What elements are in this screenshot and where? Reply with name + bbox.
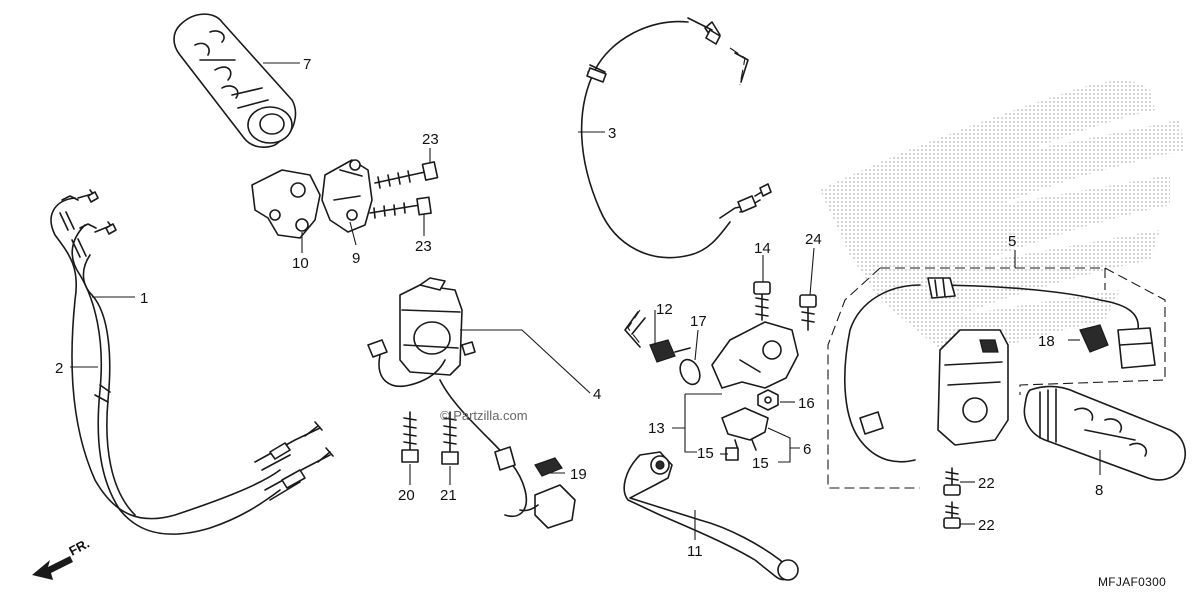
callout-24: 24 <box>805 231 822 248</box>
throttle-grip <box>173 13 297 148</box>
callout-3: 3 <box>608 125 616 142</box>
callout-15-left: 15 <box>697 445 714 462</box>
adjuster-12 <box>624 309 691 363</box>
callout-11: 11 <box>687 543 703 560</box>
callout-1: 1 <box>140 290 148 307</box>
left-grip <box>1023 385 1186 481</box>
bolt-24 <box>799 294 817 331</box>
callout-13: 13 <box>648 420 665 437</box>
throttle-housing <box>251 159 373 239</box>
callout-23-lower: 23 <box>415 238 432 255</box>
callout-19: 19 <box>570 466 587 483</box>
callout-22-lower: 22 <box>978 517 995 534</box>
washer-17 <box>679 358 701 386</box>
callout-20: 20 <box>398 487 415 504</box>
front-direction-label: FR. <box>66 536 92 559</box>
screw-15 <box>725 447 739 461</box>
callout-15-right: 15 <box>752 455 769 472</box>
screw-20 <box>401 411 419 463</box>
callout-21: 21 <box>440 487 457 504</box>
screw-22-upper <box>943 467 961 496</box>
right-switch-assembly <box>827 267 1166 489</box>
clutch-cable <box>580 17 772 259</box>
callout-18: 18 <box>1038 333 1055 350</box>
callout-14: 14 <box>754 240 771 257</box>
callout-23-upper: 23 <box>422 131 439 148</box>
diagram-code: MFJAF0300 <box>1098 575 1166 589</box>
callouts: 1 2 3 4 5 6 7 8 9 10 11 12 13 14 15 15 1… <box>55 56 1103 560</box>
callout-6: 6 <box>803 441 811 458</box>
wing-logo-watermark <box>820 80 1185 362</box>
front-direction-arrow: FR. <box>32 536 92 580</box>
callout-17: 17 <box>690 313 707 330</box>
callout-16: 16 <box>798 395 815 412</box>
grommet-18 <box>1079 324 1109 353</box>
left-switch-housing <box>367 277 576 529</box>
callout-10: 10 <box>292 255 309 272</box>
callout-2: 2 <box>55 360 63 377</box>
callout-22-upper: 22 <box>978 475 995 492</box>
clutch-bracket <box>711 321 799 389</box>
callout-4: 4 <box>593 386 601 403</box>
callout-9: 9 <box>352 250 360 267</box>
throttle-cables <box>50 189 334 536</box>
callout-12: 12 <box>656 301 673 318</box>
clutch-lever <box>623 451 799 581</box>
nut-16 <box>757 389 779 411</box>
watermark-text: © Partzilla.com <box>440 408 528 423</box>
leader-lines <box>70 62 1101 540</box>
grommet-19 <box>534 457 563 477</box>
callout-8: 8 <box>1095 482 1103 499</box>
clutch-switch <box>721 407 769 451</box>
callout-7: 7 <box>303 56 311 73</box>
callout-5: 5 <box>1008 233 1016 250</box>
bolt-14 <box>753 281 771 321</box>
screw-23-upper <box>374 161 439 189</box>
screw-23-lower <box>369 196 432 219</box>
screw-22-lower <box>943 501 961 529</box>
screw-21 <box>441 411 459 465</box>
